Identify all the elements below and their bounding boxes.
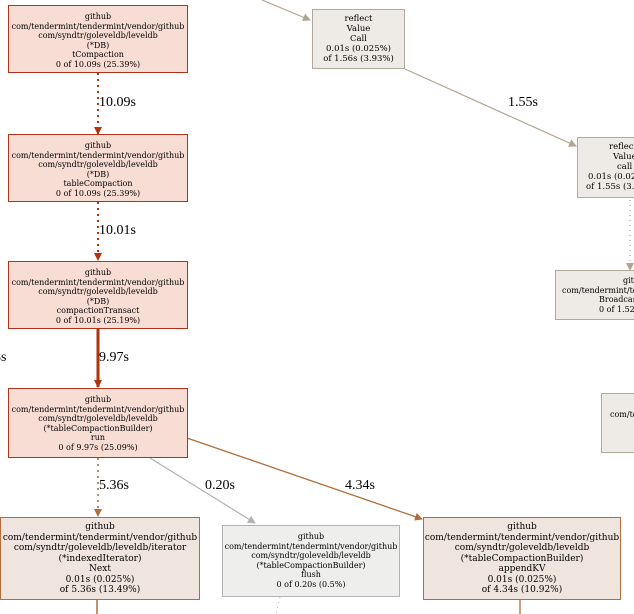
node-line: com/tendermint/tendermint/vendor/github <box>2 532 198 543</box>
edge-label-tcompaction-tablecompaction: 10.09s <box>99 95 136 110</box>
node-broadcast[interactable]: githu com/tendermint/te Broadcast 0 of 1… <box>555 270 634 320</box>
node-line: 0.01s (0.025%) <box>487 574 557 585</box>
node-line: 0 of 0.20s (0.5%) <box>276 579 346 589</box>
node-line: flush <box>301 570 321 580</box>
node-line: com/syndtr/goleveldb/leveldb <box>38 160 158 170</box>
node-line: 0 of 9.97s (25.09%) <box>58 442 138 452</box>
node-line: (*DB) <box>86 169 110 179</box>
node-line: of 5.36s (13.49%) <box>59 585 141 595</box>
node-line: 0 of 10.09s (25.39%) <box>55 188 141 198</box>
node-line: (*tableCompactionBuilder) <box>256 560 366 570</box>
node-line: 0 of 10.01s (25.19%) <box>55 315 141 325</box>
edge-label-run-next: 5.36s <box>99 478 129 493</box>
node-line: github <box>85 522 115 532</box>
node-line: github <box>507 522 537 532</box>
node-line: com/tendermint/tendermint/vendor/github <box>224 541 398 551</box>
node-line: (*indexedIterator) <box>58 553 142 564</box>
node-line: github <box>84 141 112 150</box>
node-reflect-value-call[interactable]: reflect Value Call 0.01s (0.025%) of 1.5… <box>312 9 405 69</box>
node-appendkv[interactable]: github com/tendermint/tendermint/vendor/… <box>423 517 621 600</box>
node-line: Value <box>613 152 634 162</box>
node-line: reflect <box>609 142 634 152</box>
node-line: com/syndtr/goleveldb/leveldb/iterator <box>13 543 187 553</box>
edge-flush-out <box>275 596 281 614</box>
node-line: run <box>90 433 106 443</box>
node-tcompaction[interactable]: github com/tendermint/tendermint/vendor/… <box>8 5 188 73</box>
node-line: com/tendermint/te <box>562 285 634 295</box>
node-line: of 4.34s (10.92%) <box>481 585 563 595</box>
node-line: com/syndtr/goleveldb/leveldb <box>454 543 590 553</box>
node-flush[interactable]: github com/tendermint/tendermint/vendor/… <box>222 525 400 597</box>
node-line: com/syndtr/goleveldb/leveldb <box>38 414 158 424</box>
node-line: of 1.55s (3. <box>586 182 634 192</box>
node-line: com/tendermint/tendermint/vendor/github <box>424 532 620 543</box>
node-line: com/te <box>610 410 634 419</box>
node-next[interactable]: github com/tendermint/tendermint/vendor/… <box>0 517 200 600</box>
node-line: (*DB) <box>86 40 110 50</box>
edge-label-partial-left: 8s <box>0 350 7 365</box>
node-line: Value <box>346 24 371 34</box>
node-line: Broadcast <box>599 295 634 305</box>
node-line: compactionTransact <box>56 306 140 316</box>
edge-label-compactiontransact-run: 9.97s <box>99 350 129 365</box>
node-line: (*DB) <box>86 296 110 306</box>
node-line: 0.01s (0.025%) <box>65 574 135 585</box>
node-line: com/syndtr/goleveldb/leveldb <box>38 31 158 41</box>
node-line: com/tendermint/tendermint/vendor/github <box>11 277 185 287</box>
edge-label-run-flush: 0.20s <box>205 478 235 493</box>
node-line: Next <box>89 564 111 574</box>
node-line: github <box>84 12 112 21</box>
node-line: appendKV <box>498 564 546 574</box>
edge-label-reflect-call: 1.55s <box>508 95 538 110</box>
node-line: reflect <box>344 14 373 24</box>
node-line: 0 of 1.52s <box>599 304 634 314</box>
edge-reflect-call-to-call <box>404 68 577 147</box>
node-line: of 1.56s (3.93%) <box>323 54 394 64</box>
node-line: github <box>84 268 112 277</box>
node-line: tableCompaction <box>63 179 133 189</box>
node-reflect-value-call-lower[interactable]: reflect Value call 0.01s (0.02 of 1.55s … <box>577 137 634 198</box>
node-line: github <box>297 532 325 541</box>
node-line: 0.01s (0.02 <box>588 172 634 182</box>
edge-run-to-flush <box>149 457 256 524</box>
node-line: githu <box>623 276 634 285</box>
node-line: 0.01s (0.025%) <box>325 44 392 54</box>
node-line: (*tableCompactionBuilder) <box>460 553 584 564</box>
node-line: com/tendermint/tendermint/vendor/github <box>11 404 185 414</box>
edge-label-tablecompaction-compactiontransact: 10.01s <box>99 223 136 238</box>
node-compactiontransact[interactable]: github com/tendermint/tendermint/vendor/… <box>8 261 188 329</box>
node-line: com/tendermint/tendermint/vendor/github <box>11 150 185 160</box>
node-line: com/syndtr/goleveldb/leveldb <box>251 551 371 561</box>
node-line: call <box>617 162 633 172</box>
edge-into-reflect-call <box>261 0 311 21</box>
node-partial-right[interactable]: com/te <box>601 393 634 453</box>
node-line: com/tendermint/tendermint/vendor/github <box>11 21 185 31</box>
node-line: 0 of 10.09s (25.39%) <box>55 59 141 69</box>
edge-label-run-appendkv: 4.34s <box>345 478 375 493</box>
node-line: (*tableCompactionBuilder) <box>43 423 153 433</box>
node-line: Call <box>349 34 367 44</box>
edge-run-to-appendkv <box>186 437 423 521</box>
node-tablecompaction[interactable]: github com/tendermint/tendermint/vendor/… <box>8 134 188 202</box>
node-line: com/syndtr/goleveldb/leveldb <box>38 287 158 297</box>
node-line: tCompaction <box>72 50 124 60</box>
node-line: github <box>84 395 112 404</box>
node-run[interactable]: github com/tendermint/tendermint/vendor/… <box>8 388 188 458</box>
